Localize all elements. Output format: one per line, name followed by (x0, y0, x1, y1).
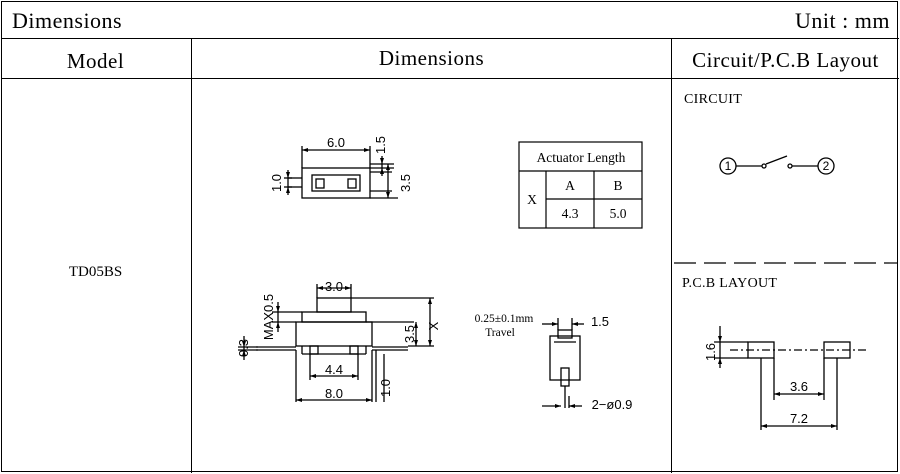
end-view-drawing: 0.25±0.1mm Travel 1.5 2−ø0.9 (475, 313, 633, 412)
end-hole-dim: 2−ø0.9 (592, 397, 633, 412)
circuit-pin-2: 2 (823, 159, 830, 173)
side-top-dim: 3.0 (325, 279, 343, 294)
actuator-table-title: Actuator Length (537, 150, 626, 165)
circuit-title: CIRCUIT (684, 92, 743, 107)
top-width-dim: 6.0 (327, 135, 345, 150)
page-title: Dimensions (12, 8, 123, 33)
layout-column-divider (671, 39, 672, 473)
pcb-layout-title: P.C.B LAYOUT (682, 276, 778, 291)
model-column-header: Model (66, 49, 125, 73)
travel-value: 0.25±0.1mm (475, 313, 534, 325)
actuator-value-a: 4.3 (562, 206, 579, 221)
pcb-gap-dim: 3.6 (790, 379, 808, 394)
unit-label: Unit : mm (795, 8, 890, 33)
model-name: TD05BS (68, 264, 123, 280)
layout-column-header: Circuit/P.C.B Layout (692, 48, 879, 72)
side-mid-dim: 3.5 (402, 325, 417, 343)
circuit-diagram: 1 2 (719, 155, 835, 175)
side-leg-dim: 1.0 (378, 379, 393, 397)
pcb-span-dim: 7.2 (790, 411, 808, 426)
side-inner-dim: 4.4 (325, 362, 343, 377)
pcb-layout-drawing: 1.6 3.6 7.2 (703, 326, 868, 430)
top-right-dim: 3.5 (398, 174, 413, 192)
column-header-divider (1, 78, 899, 79)
circuit-pin-1: 1 (725, 159, 732, 173)
travel-label: Travel (485, 327, 515, 339)
actuator-value-b: 5.0 (610, 206, 627, 221)
top-upper-dim: 1.5 (373, 136, 388, 154)
section-separator (674, 262, 898, 264)
side-outer-dim: 8.0 (325, 386, 343, 401)
top-left-dim: 1.0 (269, 174, 284, 192)
actuator-row-label: X (527, 192, 537, 207)
side-x-dim: X (426, 321, 441, 330)
dimensions-column-header: Dimensions (378, 46, 485, 70)
side-view-drawing: 3.0 MAX0.5 0.3 3.5 X 4.4 8.0 1.0 (236, 279, 441, 402)
actuator-length-table: Actuator Length X A B 4.3 5.0 (518, 141, 643, 229)
header-divider (1, 38, 899, 39)
pcb-height-dim: 1.6 (703, 343, 718, 361)
top-view-drawing: 6.0 1.5 1.0 3.5 (269, 135, 413, 199)
side-left-dim: 0.3 (236, 339, 251, 357)
actuator-col-b: B (613, 178, 622, 193)
end-width-dim: 1.5 (591, 314, 609, 329)
model-column-divider (191, 39, 192, 473)
actuator-col-a: A (565, 178, 575, 193)
side-max-dim: MAX0.5 (261, 294, 276, 340)
